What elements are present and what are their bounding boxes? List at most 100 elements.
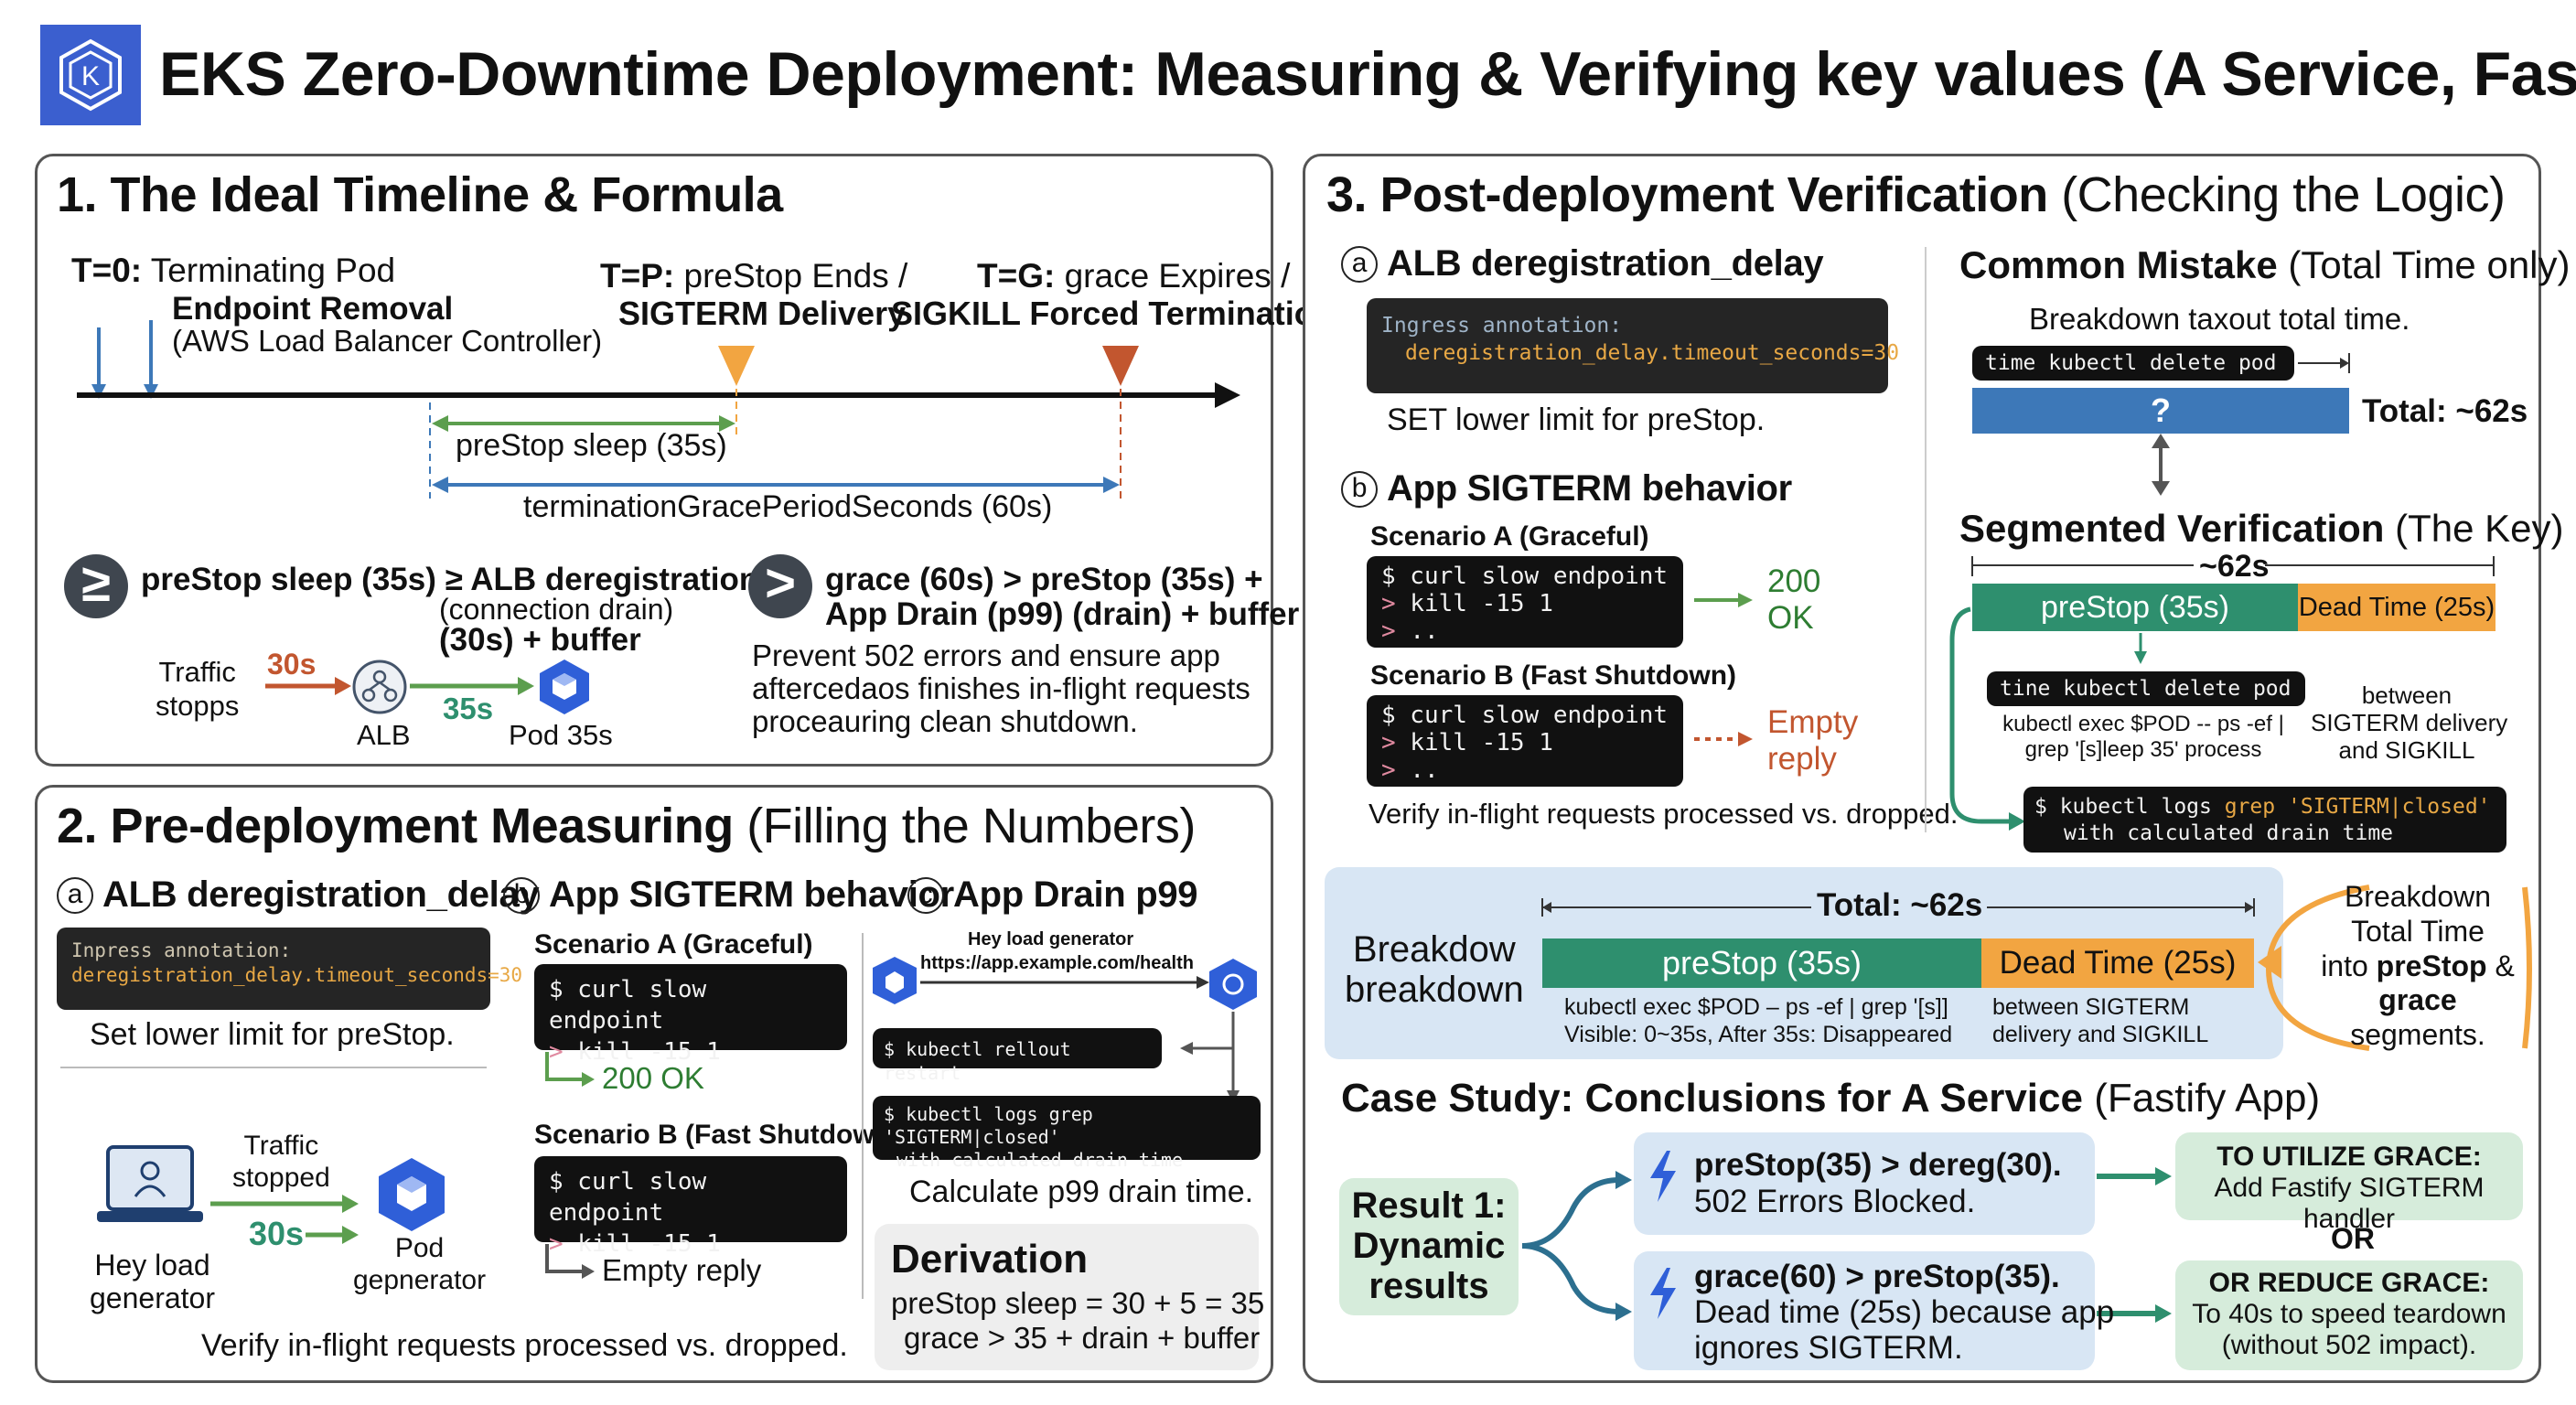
- s2-scenario-arrows: [545, 1052, 595, 1279]
- formula2-desc2: aftercedaos finishes in-flight requests: [752, 671, 1250, 705]
- s3-alb-note: SET lower limit for preStop.: [1387, 402, 1766, 437]
- tp-sub: SIGTERM Delivery: [618, 295, 907, 332]
- case-study-title: Case Study: Conclusions for A Service (F…: [1341, 1076, 2321, 1121]
- s2-rollout-code: $ kubectl rellout restart: [873, 1028, 1162, 1084]
- cm-total-label: Total: ~62s: [2362, 393, 2528, 429]
- breakdown-label: Breakdow breakdown: [1345, 929, 1524, 1010]
- pre-deployment-heading: 2. Pre-deployment Measuring (Filling the…: [57, 799, 1196, 853]
- timeline-panel: [35, 154, 1273, 767]
- bd-exec-text: kubectl exec $POD – ps -ef | grep '[s]]V…: [1564, 994, 1953, 1047]
- s2-calc-text: Calculate p99 drain time.: [909, 1174, 1254, 1209]
- derivation-box: [875, 1224, 1259, 1370]
- s2-scenario-b: Scenario B (Fast Shutdown): [534, 1120, 901, 1150]
- sv-exec-text: kubectl exec $POD -- ps -ef |grep '[s]le…: [2002, 712, 2284, 762]
- or-label: OR: [2331, 1222, 2375, 1255]
- sv-time-cmd: tine kubectl delete pod: [1987, 671, 2305, 706]
- traffic-stopps-label: Traffic stopps: [156, 656, 240, 723]
- gt-symbol-icon: >: [748, 554, 812, 618]
- endpoint-removal-label: Endpoint Removal: [172, 291, 454, 327]
- alb-label: ALB: [357, 719, 411, 751]
- gte-symbol-icon: ≥: [64, 554, 128, 618]
- tp-label: T=P: preStop Ends /: [600, 257, 908, 295]
- conclusion-2-box: OR REDUCE GRACE: To 40s to speed teardow…: [2175, 1260, 2523, 1370]
- lightning-icon: [1647, 1149, 1680, 1204]
- s3-scenario-a-code: $ curl slow endpoint > kill -15 1 > ..: [1367, 556, 1683, 648]
- cm-time-cmd: time kubectl delete pod: [1972, 346, 2294, 381]
- sv-prestop-bar: preStop (35s): [1972, 584, 2298, 631]
- s2-scenario-b-result: Empty reply: [602, 1253, 762, 1287]
- divider: [1925, 247, 1927, 832]
- svg-text:K: K: [81, 61, 100, 91]
- result-2-box: [1634, 1251, 2095, 1370]
- sv-logs-code: $ kubectl logs grep 'SIGTERM|closed' wit…: [2023, 787, 2506, 853]
- divider: [60, 1067, 487, 1068]
- s2-url: https://app.example.com/health: [920, 953, 1194, 973]
- traffic-30s-label: 30s: [267, 648, 317, 681]
- result-1-box: [1634, 1132, 2095, 1235]
- s3-scenario-b-code: $ curl slow endpoint > kill -15 1 > ..: [1367, 695, 1683, 787]
- s2-alb-note: Set lower limit for preStop.: [90, 1017, 455, 1052]
- s3-verify-text: Verify in-flight requests processed vs. …: [1368, 798, 1959, 830]
- derivation-title: Derivation: [891, 1237, 1089, 1282]
- s2-drain-diagram: [873, 957, 1257, 1103]
- s2-scenario-a-code: $ curl slow endpoint > kill -15 1: [534, 964, 847, 1066]
- s3-scenario-arrows: [1694, 593, 1753, 746]
- sv-diagram: [1949, 556, 2495, 831]
- derivation-line2: grace > 35 + drain + buffer: [904, 1321, 1261, 1355]
- pod-35s-label: Pod 35s: [509, 719, 613, 751]
- sv-dead-bar: Dead Time (25s): [2298, 584, 2496, 631]
- tg-label: T=G: grace Expires /: [977, 257, 1291, 295]
- timeline-diagram: [77, 320, 1240, 499]
- sv-total-label: ~62s: [2199, 549, 2270, 584]
- s2-alb-code: Inpress annotation: deregistration_delay…: [57, 928, 522, 1010]
- formula2-desc1: Prevent 502 errors and ensure app: [752, 638, 1220, 672]
- cm-total-bar: ?: [1972, 388, 2349, 434]
- derivation-line1: preStop sleep = 30 + 5 = 35: [891, 1286, 1265, 1320]
- page-title: EKS Zero-Downtime Deployment: Measuring …: [159, 39, 2576, 109]
- s3-alb-code: Ingress annotation: deregistration_delay…: [1367, 298, 1899, 393]
- formula1-line1: preStop sleep (35s) ≥ ALB deregistration: [141, 562, 759, 597]
- laptop-icon: [95, 1140, 205, 1240]
- timeline-heading: 1. The Ideal Timeline & Formula: [57, 167, 783, 222]
- endpoint-removal-sub: (AWS Load Balancer Controller): [172, 324, 603, 358]
- s2-flow-arrows: [210, 1195, 359, 1244]
- s2-scenario-a: Scenario A (Graceful): [534, 929, 813, 960]
- s3-scenario-a: Scenario A (Graceful): [1370, 521, 1649, 552]
- formula2-desc3: proceauring clean shutdown.: [752, 704, 1138, 738]
- s2-pod-icon: [373, 1156, 450, 1233]
- formula1-line3: (30s) + buffer: [439, 622, 641, 658]
- t0-label: T=0: Terminating Pod: [71, 252, 396, 289]
- bd-prestop-bar: preStop (35s): [1542, 938, 1981, 988]
- prestop-range-label: preStop sleep (35s): [456, 428, 727, 463]
- bd-dead-bar: Dead Time (25s): [1981, 938, 2254, 988]
- cm-diagram: [2152, 353, 2350, 496]
- s2-logs-code: $ kubectl logs grep 'SIGTERM|closed' wit…: [873, 1096, 1261, 1171]
- tg-sub: SIGKILL Forced Termination: [891, 295, 1335, 332]
- result-2-text: grace(60) > preStop(35).Dead time (25s) …: [1694, 1259, 2115, 1367]
- result-1-text: preStop(35) > dereg(30).502 Errors Block…: [1694, 1147, 2062, 1220]
- verification-heading: 3. Post-deployment Verification (Checkin…: [1326, 167, 2506, 222]
- result-label: Result 1: Dynamic results: [1351, 1185, 1507, 1306]
- alb-icon: [351, 659, 408, 715]
- s2-hey-small: Hey load generator: [968, 929, 1134, 949]
- s2-pod-label: Pod gepnerator: [353, 1233, 487, 1295]
- s3-scenario-b: Scenario B (Fast Shutdown): [1370, 660, 1737, 691]
- eks-logo-icon: K: [40, 25, 141, 125]
- formula2-line2: App Drain (p99) (drain) + buffer: [825, 596, 1300, 632]
- lightning-icon: [1647, 1266, 1680, 1321]
- traffic-flow-diagram: [265, 677, 534, 695]
- formula2-line1: grace (60s) > preStop (35s) +: [825, 562, 1263, 597]
- breakdown-diagram: [1541, 885, 2532, 1051]
- grace-range-label: terminationGracePeriodSeconds (60s): [523, 489, 1053, 524]
- s2-hey-label: Hey load generator: [90, 1249, 215, 1314]
- s2-scenario-b-code: $ curl slow endpoint > kill -15 1: [534, 1156, 847, 1258]
- s2-scenario-a-result: 200 OK: [602, 1061, 704, 1095]
